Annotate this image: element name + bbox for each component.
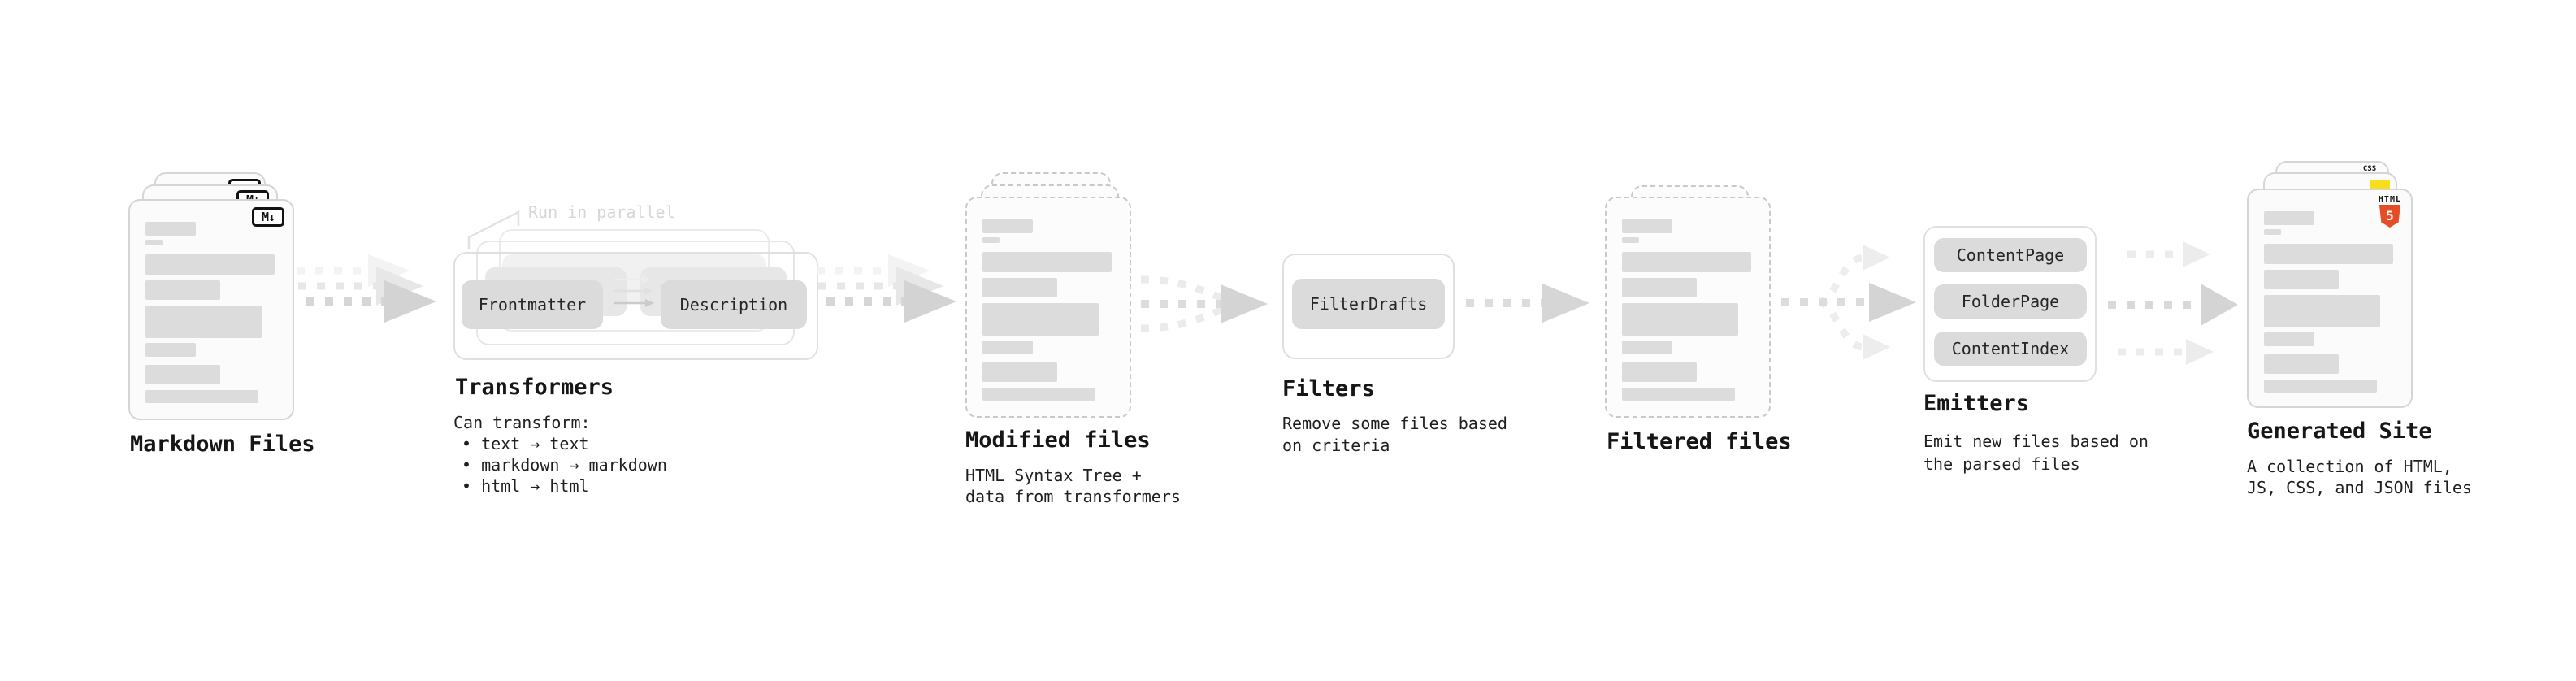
transformers-bullet: • markdown → markdown <box>462 455 667 475</box>
transformers-caption-heading: Can transform: <box>453 413 591 432</box>
transformers-bullet: • text → text <box>462 434 589 453</box>
markdown-icon-glyph: M↓ <box>261 210 275 224</box>
stage-title-emitters: Emitters <box>1923 391 2030 416</box>
generated-site-stage: CSS HTML 5 Generated Site A collection o… <box>2247 161 2491 518</box>
site-file-card-html: HTML 5 <box>2247 189 2413 408</box>
filters-caption: Remove some files based <box>1282 414 1507 433</box>
flow-arrow-transformers-to-modified <box>817 254 956 323</box>
modified-files-caption: data from transformers <box>965 487 1181 506</box>
html5-icon-shield: 5 <box>2379 205 2400 228</box>
html5-icon: HTML 5 <box>2379 196 2401 228</box>
note-leader-line <box>467 210 520 249</box>
html5-icon-label: HTML <box>2378 195 2401 204</box>
stage-title-generated-site: Generated Site <box>2247 419 2432 444</box>
description-block-label: Description <box>679 295 788 314</box>
document-text-placeholder <box>1607 198 1769 416</box>
modified-files-stage: Modified files HTML Syntax Tree + data f… <box>965 158 1193 516</box>
emitter-block-contentpage: ContentPage <box>1934 238 2087 272</box>
filterdrafts-block: FilterDrafts <box>1292 279 1445 329</box>
description-block: Description <box>661 280 807 329</box>
transform-step-arrows-icon <box>614 275 654 307</box>
filtered-files-stage: Filtered files <box>1605 161 1832 502</box>
transformer-box-front <box>453 252 818 360</box>
css-icon-label: CSS <box>2362 165 2377 173</box>
filterdrafts-block-label: FilterDrafts <box>1309 294 1428 314</box>
modified-file-card-front <box>965 197 1131 418</box>
transformers-stage: Run in parallel Frontmatter Description … <box>453 200 843 501</box>
emitter-block-label: ContentIndex <box>1951 339 2070 358</box>
markdown-file-card-front: M↓ <box>128 199 294 420</box>
stage-title-modified-files: Modified files <box>965 427 1151 453</box>
emitters-container-box <box>1923 226 2097 382</box>
parallel-arrows-emitters-to-site <box>2108 241 2238 365</box>
modified-files-caption: HTML Syntax Tree + <box>965 466 1142 485</box>
frontmatter-block: Frontmatter <box>462 280 603 329</box>
filtered-file-card-front <box>1605 197 1771 418</box>
stage-title-filtered-files: Filtered files <box>1607 429 1792 454</box>
stage-title-filters: Filters <box>1282 376 1375 401</box>
emitters-caption: the parsed files <box>1923 454 2080 474</box>
emitter-block-folderpage: FolderPage <box>1934 284 2087 319</box>
filters-stage: FilterDrafts Filters Remove some files b… <box>1282 254 1510 465</box>
filters-container-box <box>1282 254 1455 359</box>
emitter-block-contentindex: ContentIndex <box>1934 332 2087 366</box>
markdown-files-stage: M↓ M↓ M↓ Markdown Files <box>128 158 356 500</box>
flow-arrow-markdown-to-transformers <box>297 254 436 323</box>
frontmatter-block-label: Frontmatter <box>478 295 587 314</box>
stage-title-transformers: Transformers <box>455 375 614 400</box>
document-text-placeholder <box>967 198 1130 416</box>
emitter-block-label: ContentPage <box>1956 245 2065 265</box>
document-text-placeholder <box>130 201 293 419</box>
filters-caption: on criteria <box>1282 436 1390 455</box>
html5-icon-number: 5 <box>2386 208 2394 223</box>
stage-title-markdown-files: Markdown Files <box>130 432 315 457</box>
transformers-bullet: • html → html <box>462 476 589 496</box>
emitters-caption: Emit new files based on <box>1923 432 2149 451</box>
generated-site-caption: A collection of HTML, <box>2247 457 2452 476</box>
emitter-block-label: FolderPage <box>1961 292 2060 311</box>
merge-arrow-modified-to-filters <box>1140 275 1268 332</box>
markdown-icon: M↓ <box>252 207 284 227</box>
document-text-placeholder <box>2249 190 2411 406</box>
run-in-parallel-note: Run in parallel <box>528 202 675 222</box>
flow-arrow-filters-to-filtered <box>1466 284 1589 323</box>
generated-site-caption: JS, CSS, and JSON files <box>2247 478 2472 497</box>
fanout-arrow-filtered-to-emitters <box>1781 245 1916 360</box>
emitters-stage: ContentPage FolderPage ContentIndex Emit… <box>1923 226 2167 478</box>
